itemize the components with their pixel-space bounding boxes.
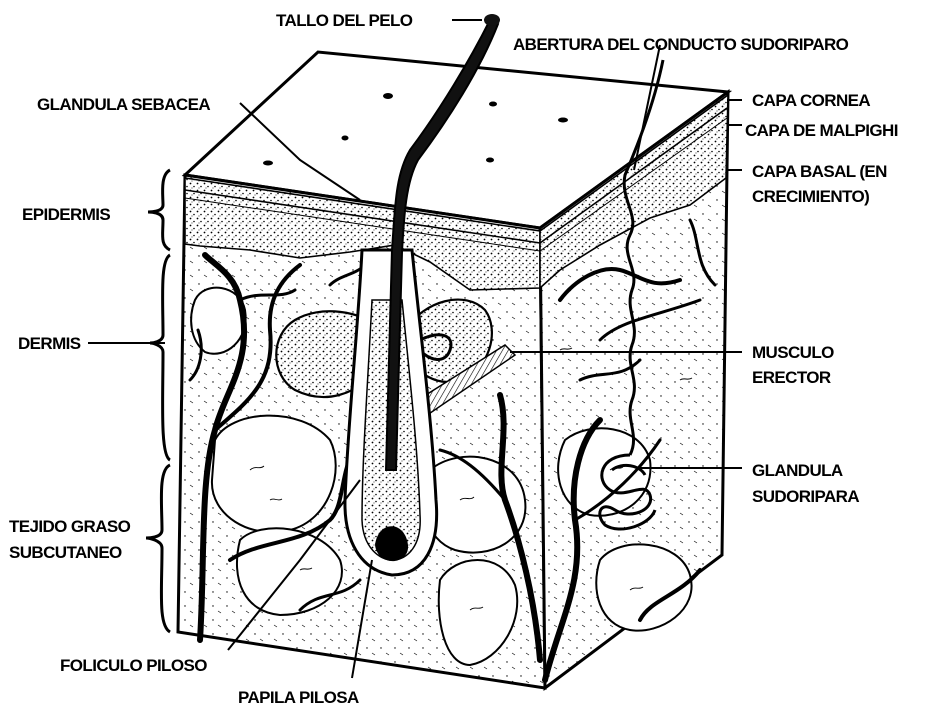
label-musculo-line1: MUSCULO (752, 343, 834, 362)
epidermis-brace (148, 170, 170, 250)
label-capa-cornea: CAPA CORNEA (752, 91, 870, 110)
label-dermis: DERMIS (18, 334, 81, 353)
dermis-brace (150, 255, 170, 460)
layer-braces (146, 170, 170, 632)
label-glandula-sudoripara-line2: SUDORIPARA (752, 487, 859, 506)
label-capa-basal-line1: CAPA BASAL (EN (752, 162, 887, 181)
label-papila-pilosa: PAPILA PILOSA (238, 688, 359, 707)
label-tejido-line1: TEJIDO GRASO (9, 517, 131, 536)
label-tejido-line2: SUBCUTANEO (9, 543, 122, 562)
label-glandula-sudoripara-line1: GLANDULA (752, 461, 843, 480)
label-abertura-conducto: ABERTURA DEL CONDUCTO SUDORIPARO (513, 35, 849, 54)
label-epidermis: EPIDERMIS (22, 205, 110, 224)
subcutaneous-brace (146, 465, 170, 632)
label-glandula-sebacea: GLANDULA SEBACEA (37, 95, 210, 114)
label-musculo-line2: ERECTOR (752, 368, 831, 387)
label-tallo-del-pelo: TALLO DEL PELO (276, 11, 413, 30)
label-foliculo-piloso: FOLICULO PILOSO (60, 656, 207, 675)
label-capa-malpighi: CAPA DE MALPIGHI (745, 121, 898, 140)
label-capa-basal-line2: CRECIMIENTO) (752, 187, 869, 206)
